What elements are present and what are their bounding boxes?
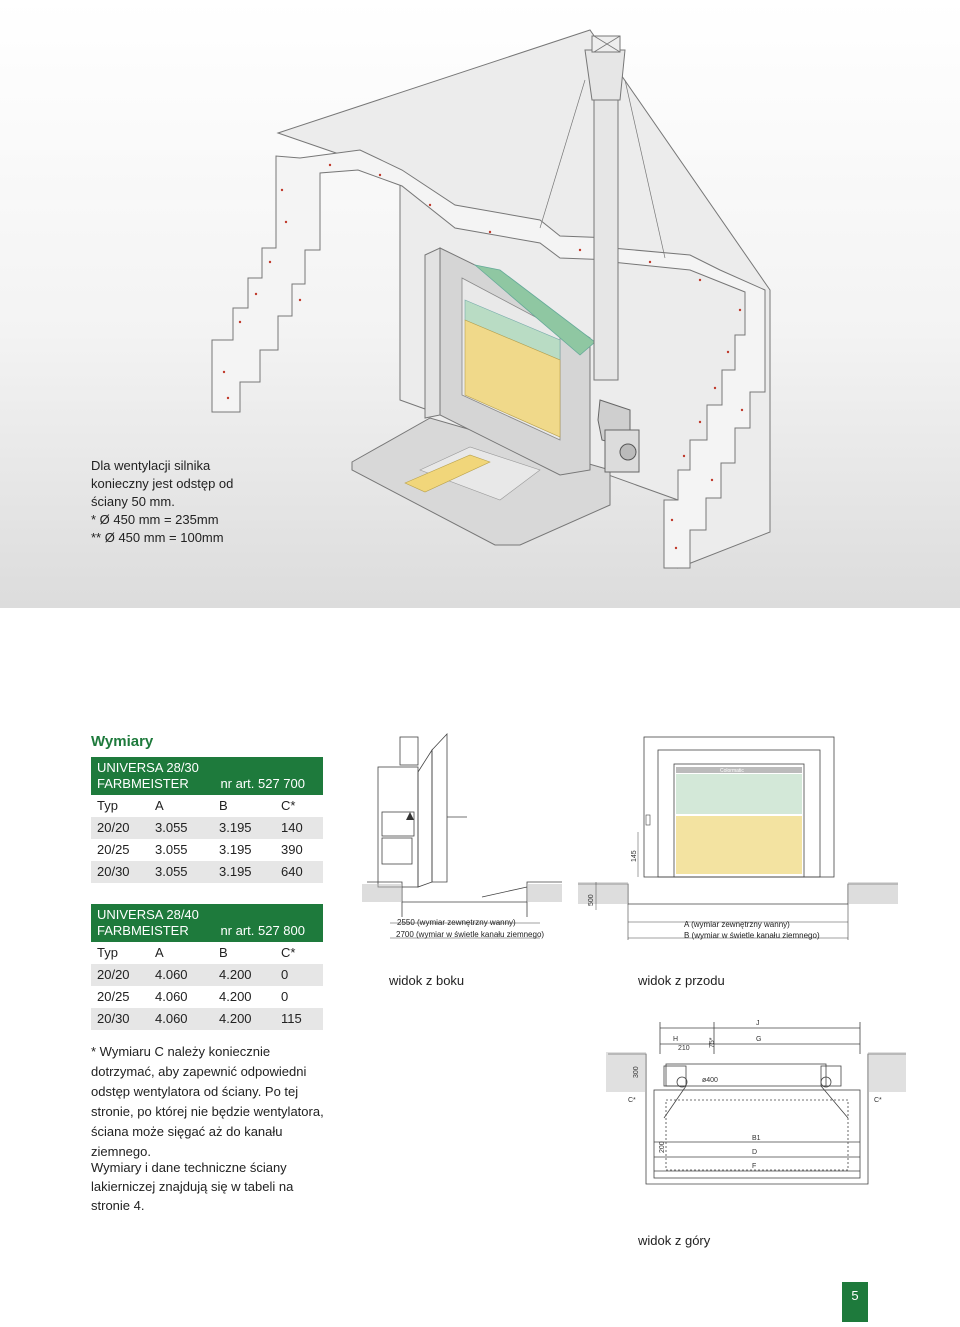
top-dim-c-right: C* xyxy=(874,1097,882,1104)
top-dim-h: H xyxy=(673,1036,678,1043)
model-brand: FARBMEISTER xyxy=(97,776,189,791)
table-header: UNIVERSA 28/30 FARBMEISTER nr art. 527 7… xyxy=(91,757,323,795)
cell: 3.055 xyxy=(155,864,188,879)
col-typ: Typ xyxy=(97,945,118,960)
col-a: A xyxy=(155,945,164,960)
table-row: 20/25 3.055 3.195 390 xyxy=(91,839,323,861)
top-view-label: widok z góry xyxy=(638,1233,711,1248)
top-dim-210: 210 xyxy=(678,1045,690,1052)
front-dim-b: B (wymiar w świetle kanału ziemnego) xyxy=(684,931,820,940)
top-dim-300: 300 xyxy=(633,1066,640,1078)
dimensions-heading: Wymiary xyxy=(91,733,154,750)
article-number: nr art. 527 800 xyxy=(220,923,305,938)
top-dim-200: 200 xyxy=(659,1141,666,1153)
table-row: 20/20 3.055 3.195 140 xyxy=(91,817,323,839)
front-dim-500: 500 xyxy=(588,894,595,906)
table-column-headers: Typ A B C* xyxy=(91,942,323,964)
front-dim-145: 145 xyxy=(631,850,638,862)
brand-logo-text: Colormatic xyxy=(720,768,744,774)
cell: 20/30 xyxy=(97,864,130,879)
note-line: Dla wentylacji silnika xyxy=(91,458,211,473)
cell: 20/25 xyxy=(97,989,130,1004)
col-b: B xyxy=(219,798,228,813)
page-number: 5 xyxy=(842,1282,868,1322)
cell: 20/20 xyxy=(97,820,130,835)
note-line: ściany 50 mm. xyxy=(91,494,175,509)
cell: 20/20 xyxy=(97,967,130,982)
cell: 3.055 xyxy=(155,820,188,835)
side-view-drawing xyxy=(362,732,562,939)
cell: 3.055 xyxy=(155,842,188,857)
cell: 3.195 xyxy=(219,842,252,857)
col-c: C* xyxy=(281,945,296,960)
top-dim-j: J xyxy=(756,1020,760,1027)
top-dim-g: G xyxy=(756,1036,761,1043)
cell: 0 xyxy=(281,989,289,1004)
model-name: UNIVERSA 28/40 xyxy=(97,907,199,922)
cell: 20/25 xyxy=(97,842,130,857)
cell: 4.200 xyxy=(219,989,252,1004)
article-number: nr art. 527 700 xyxy=(220,776,305,791)
front-view-drawing: 145 500 Colormatic xyxy=(578,736,898,940)
cell: 140 xyxy=(281,820,303,835)
top-dim-f: F xyxy=(752,1163,756,1170)
cell: 640 xyxy=(281,864,303,879)
side-dim-outer: 2550 (wymiar zewnętrzny wanny) xyxy=(397,918,516,927)
cell: 4.060 xyxy=(155,967,188,982)
table-row: 20/25 4.060 4.200 0 xyxy=(91,986,323,1008)
col-typ: Typ xyxy=(97,798,118,813)
table-row: 20/30 4.060 4.200 115 xyxy=(91,1008,323,1030)
cell: 0 xyxy=(281,967,289,982)
col-b: B xyxy=(219,945,228,960)
cell: 4.200 xyxy=(219,1011,252,1026)
side-dim-inner: 2700 (wymiar w świetle kanału ziemnego) xyxy=(396,930,545,939)
top-dim-c-left: C* xyxy=(628,1097,636,1104)
booth-isometric-illustration xyxy=(211,29,771,569)
col-c: C* xyxy=(281,798,296,813)
dimension-c-footnote: * Wymiaru C należy koniecznie dotrzymać,… xyxy=(91,1044,324,1159)
model-brand: FARBMEISTER xyxy=(97,923,189,938)
note-line: ** Ø 450 mm = 100mm xyxy=(91,530,224,545)
top-dim-b1: B1 xyxy=(752,1135,761,1142)
model-name: UNIVERSA 28/30 xyxy=(97,760,199,775)
dimensions-table-28-30: UNIVERSA 28/30 FARBMEISTER nr art. 527 7… xyxy=(91,757,323,883)
cell: 3.195 xyxy=(219,864,252,879)
technical-data-reference: Wymiary i dane techniczne ściany lakiern… xyxy=(91,1160,294,1213)
cell: 390 xyxy=(281,842,303,857)
note-line: * Ø 450 mm = 235mm xyxy=(91,512,219,527)
cell: 3.195 xyxy=(219,820,252,835)
cell: 4.060 xyxy=(155,1011,188,1026)
table-column-headers: Typ A B C* xyxy=(91,795,323,817)
table-row: 20/20 4.060 4.200 0 xyxy=(91,964,323,986)
top-dim-o400: ø400 xyxy=(702,1077,718,1084)
cell: 20/30 xyxy=(97,1011,130,1026)
cell: 115 xyxy=(281,1011,302,1026)
col-a: A xyxy=(155,798,164,813)
top-view-drawing: J H G 210 75* 300 ø400 C* C* B1 D F 200 xyxy=(606,1020,906,1185)
ventilation-note: Dla wentylacji silnika konieczny jest od… xyxy=(91,457,233,547)
table-row: 20/30 3.055 3.195 640 xyxy=(91,861,323,883)
front-view-label: widok z przodu xyxy=(638,973,725,988)
top-dim-d: D xyxy=(752,1149,757,1156)
front-dim-a: A (wymiar zewnętrzny wanny) xyxy=(684,920,790,929)
cell: 4.060 xyxy=(155,989,188,1004)
cell: 4.200 xyxy=(219,967,252,982)
dimensions-table-28-40: UNIVERSA 28/40 FARBMEISTER nr art. 527 8… xyxy=(91,904,323,1030)
top-dim-75: 75* xyxy=(709,1037,716,1048)
note-line: konieczny jest odstęp od xyxy=(91,476,234,491)
table-header: UNIVERSA 28/40 FARBMEISTER nr art. 527 8… xyxy=(91,904,323,942)
side-view-label: widok z boku xyxy=(389,973,465,988)
